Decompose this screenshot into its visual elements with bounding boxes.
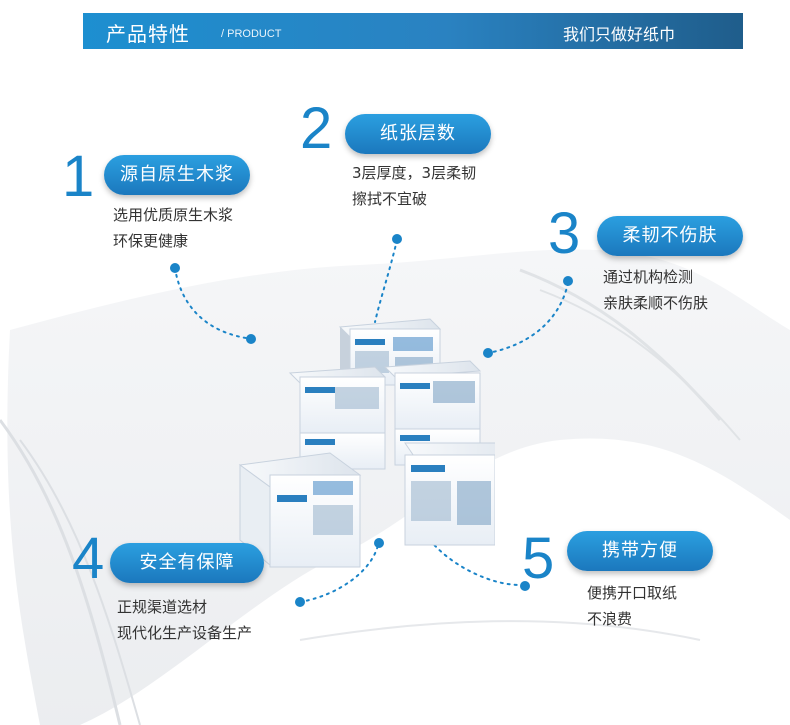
connector-dot xyxy=(563,276,573,286)
feature-2-number: 2 xyxy=(300,96,333,161)
connector-dot xyxy=(392,234,402,244)
connector-dot xyxy=(520,581,530,591)
feature-1-number: 1 xyxy=(62,144,95,209)
product-stack-image xyxy=(238,318,495,568)
header-banner: 产品特性 / PRODUCT 我们只做好纸巾 xyxy=(83,13,743,49)
feature-5-line2: 不浪费 xyxy=(587,610,633,628)
feature-3-line2: 亲肤柔顺不伤肤 xyxy=(603,294,709,312)
feature-3-desc: 通过机构检测 亲肤柔顺不伤肤 xyxy=(603,264,708,316)
feature-4-line2: 现代化生产设备生产 xyxy=(117,624,253,642)
header-slogan: 我们只做好纸巾 xyxy=(562,25,675,44)
header-title: 产品特性 xyxy=(106,22,190,46)
connector-dot xyxy=(170,263,180,273)
feature-5-label: 携带方便 xyxy=(567,531,713,571)
feature-4-desc: 正规渠道选材 现代化生产设备生产 xyxy=(117,594,252,646)
connector-dot xyxy=(483,348,493,358)
feature-2-line1: 3层厚度，3层柔韧 xyxy=(352,164,477,182)
feature-3-line1: 通过机构检测 xyxy=(603,268,694,286)
feature-1-line2: 环保更健康 xyxy=(113,232,189,250)
feature-1-line1: 选用优质原生木浆 xyxy=(113,206,234,224)
feature-3-number: 3 xyxy=(548,201,581,266)
feature-4-line1: 正规渠道选材 xyxy=(117,598,208,616)
feature-5-line1: 便携开口取纸 xyxy=(587,584,678,602)
connector-dot xyxy=(374,538,384,548)
feature-3-label: 柔韧不伤肤 xyxy=(597,216,743,256)
feature-4-label: 安全有保障 xyxy=(110,543,264,583)
feature-1-label: 源自原生木浆 xyxy=(104,155,250,195)
connector-dot xyxy=(246,334,256,344)
feature-2-desc: 3层厚度，3层柔韧 擦拭不宜破 xyxy=(352,160,476,212)
feature-4-number: 4 xyxy=(72,526,105,591)
connector-dot xyxy=(295,597,305,607)
feature-2-line2: 擦拭不宜破 xyxy=(352,190,428,208)
feature-5-desc: 便携开口取纸 不浪费 xyxy=(587,580,677,632)
feature-5-number: 5 xyxy=(522,526,555,591)
feature-2-label: 纸张层数 xyxy=(345,114,491,154)
header-subtitle: / PRODUCT xyxy=(221,28,282,40)
feature-1-desc: 选用优质原生木浆 环保更健康 xyxy=(113,202,233,254)
